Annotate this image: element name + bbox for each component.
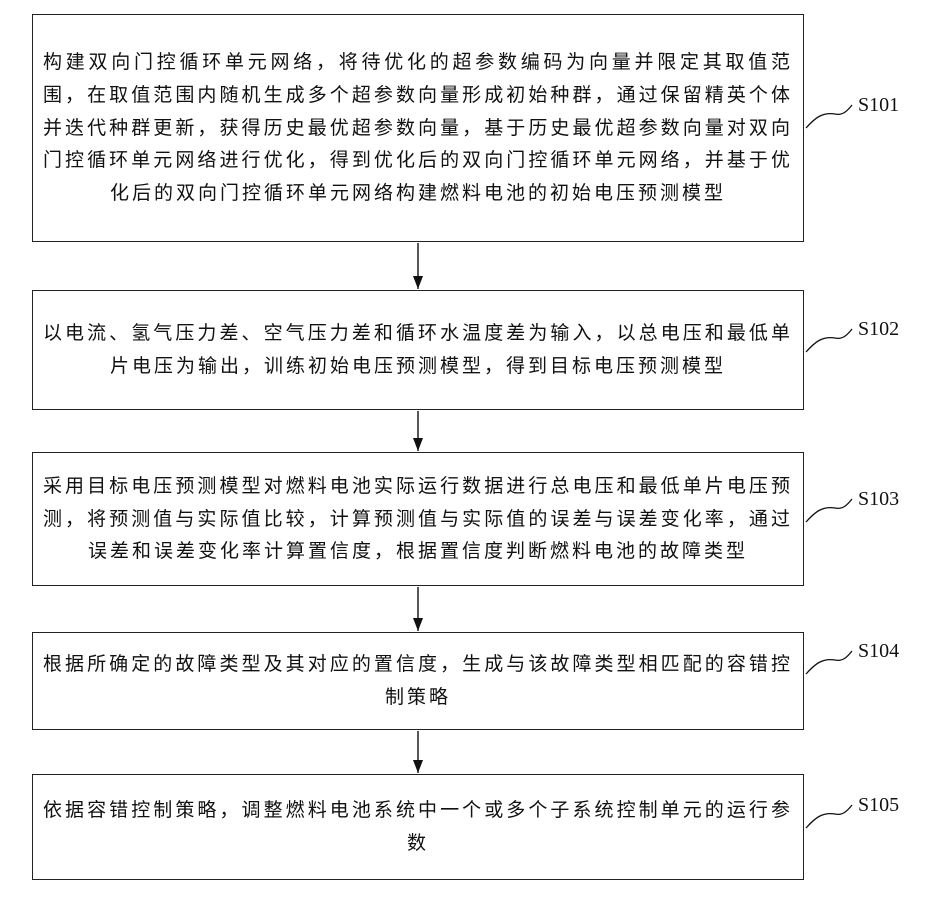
arrowhead-s103-s104 <box>413 618 423 631</box>
step-box-s103: 采用目标电压预测模型对燃料电池实际运行数据进行总电压和最低单片电压预测，将预测值… <box>32 452 804 586</box>
leader-s104 <box>806 651 852 674</box>
step-box-s105: 依据容错控制策略，调整燃料电池系统中一个或多个子系统控制单元的运行参数 <box>32 774 804 880</box>
step-label-s105: S105 <box>858 794 899 817</box>
step-text-s105: 依据容错控制策略，调整燃料电池系统中一个或多个子系统控制单元的运行参数 <box>33 794 803 859</box>
step-box-s101: 构建双向门控循环单元网络，将待优化的超参数编码为向量并限定其取值范围，在取值范围… <box>32 14 804 242</box>
step-text-s101: 构建双向门控循环单元网络，将待优化的超参数编码为向量并限定其取值范围，在取值范围… <box>33 46 803 209</box>
leader-s101 <box>806 105 852 128</box>
step-label-s102: S102 <box>858 318 899 341</box>
step-label-s104: S104 <box>858 640 899 663</box>
step-box-s102: 以电流、氢气压力差、空气压力差和循环水温度差为输入，以总电压和最低单片电压为输出… <box>32 290 804 410</box>
step-text-s103: 采用目标电压预测模型对燃料电池实际运行数据进行总电压和最低单片电压预测，将预测值… <box>33 470 803 568</box>
arrowhead-s101-s102 <box>413 276 423 289</box>
leader-s105 <box>806 805 852 828</box>
step-box-s104: 根据所确定的故障类型及其对应的置信度，生成与该故障类型相匹配的容错控制策略 <box>32 632 804 730</box>
step-label-s101: S101 <box>858 94 899 117</box>
step-text-s104: 根据所确定的故障类型及其对应的置信度，生成与该故障类型相匹配的容错控制策略 <box>33 648 803 713</box>
leader-s103 <box>806 499 852 522</box>
step-text-s102: 以电流、氢气压力差、空气压力差和循环水温度差为输入，以总电压和最低单片电压为输出… <box>33 317 803 382</box>
arrowhead-s102-s103 <box>413 438 423 451</box>
step-label-s103: S103 <box>858 488 899 511</box>
leader-s102 <box>806 329 852 352</box>
arrowhead-s104-s105 <box>413 760 423 773</box>
